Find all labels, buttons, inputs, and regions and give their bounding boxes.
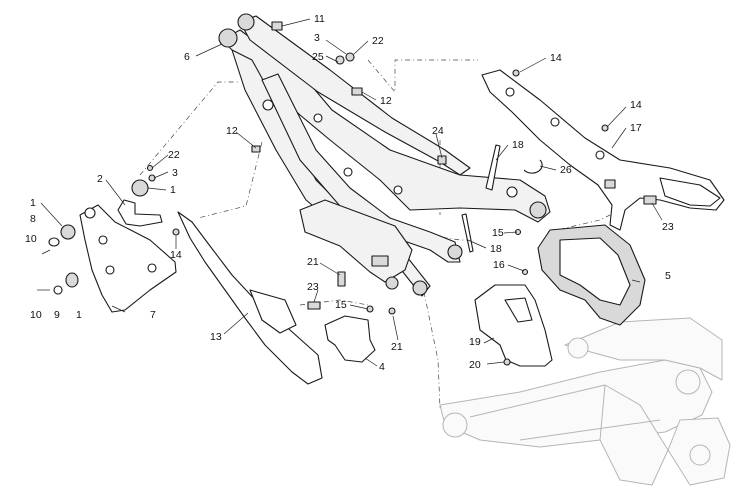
callout-1: 1 — [76, 309, 82, 321]
callout-13: 13 — [210, 331, 222, 343]
callout-1: 1 — [30, 197, 36, 209]
callout-4: 4 — [379, 361, 385, 373]
callout-23: 23 — [307, 281, 319, 293]
callout-12: 12 — [226, 125, 238, 137]
callout-24: 24 — [432, 125, 444, 137]
ghost-frame-reference — [439, 317, 731, 486]
callout-9: 9 — [54, 309, 60, 321]
callout-3: 3 — [314, 32, 320, 44]
callout-10: 10 — [30, 309, 42, 321]
rear-subframe-6 — [218, 13, 551, 297]
callout-7: 7 — [150, 309, 156, 321]
callout-10: 10 — [25, 233, 37, 245]
callout-22: 22 — [168, 149, 180, 161]
callout-23: 23 — [662, 221, 674, 233]
callout-20: 20 — [469, 359, 481, 371]
callout-14: 14 — [550, 52, 562, 64]
callout-5: 5 — [665, 270, 671, 282]
callout-17: 17 — [630, 122, 642, 134]
leader-lines — [40, 18, 663, 367]
left-plate-7 — [79, 204, 177, 313]
rear-mudguard-5 — [537, 224, 646, 326]
callout-12: 12 — [380, 95, 392, 107]
callout-14: 14 — [170, 249, 182, 261]
callout-21: 21 — [391, 341, 403, 353]
callout-21: 21 — [307, 256, 319, 268]
callout-19: 19 — [469, 336, 481, 348]
callout-6: 6 — [184, 51, 190, 63]
hardware-fasteners — [146, 21, 657, 366]
callout-25: 25 — [312, 51, 324, 63]
callout-16: 16 — [493, 259, 505, 271]
callout-14: 14 — [630, 99, 642, 111]
callout-1: 1 — [170, 184, 176, 196]
callout-15: 15 — [492, 227, 504, 239]
callout-2: 2 — [97, 173, 103, 185]
callout-18: 18 — [512, 139, 524, 151]
callout-22: 22 — [372, 35, 384, 47]
callout-3: 3 — [172, 167, 178, 179]
callout-15: 15 — [335, 299, 347, 311]
rubber-buffers-1 — [37, 179, 149, 295]
side-cover-13 — [177, 211, 323, 385]
callout-26: 26 — [560, 164, 572, 176]
bracket-2 — [117, 199, 163, 227]
callout-11: 11 — [314, 13, 325, 25]
callout-18: 18 — [490, 243, 502, 255]
callout-labels: 11 3 22 25 6 12 14 14 17 12 24 18 26 22 … — [25, 13, 674, 373]
bracket-4 — [324, 315, 376, 363]
plate-19 — [474, 284, 553, 367]
callout-8: 8 — [30, 213, 36, 225]
